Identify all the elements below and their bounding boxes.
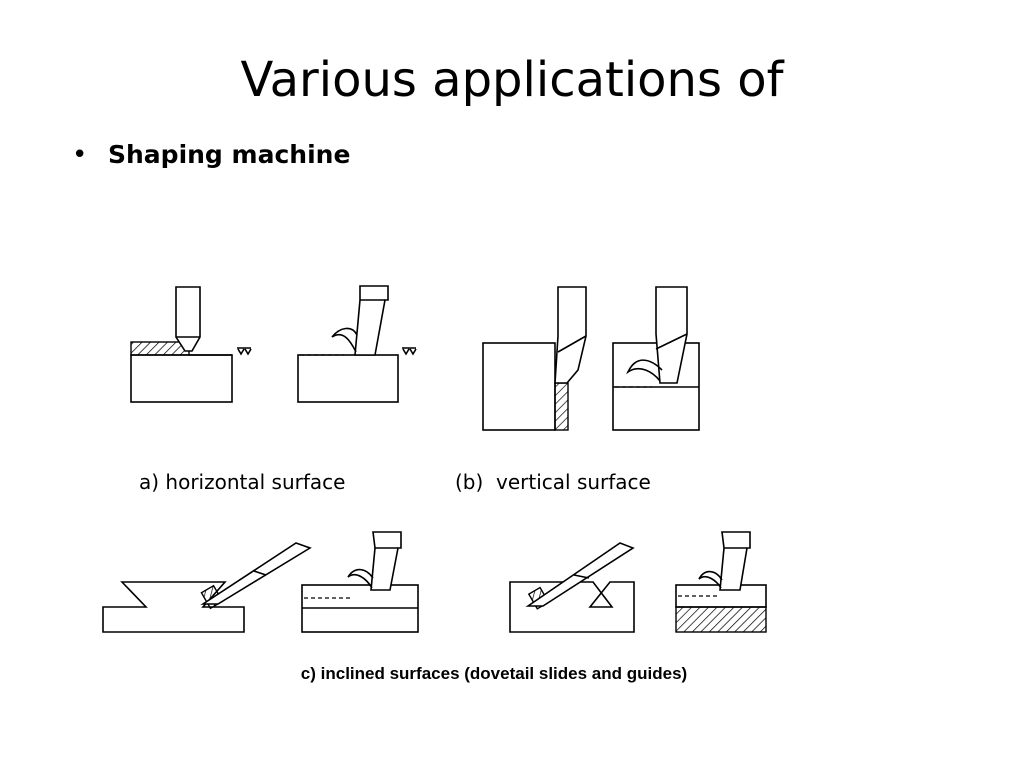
diagram-c-4 <box>675 531 767 633</box>
diagram-c-1 <box>102 542 312 633</box>
caption-horizontal-surface: a) horizontal surface <box>139 470 346 494</box>
diagram-b-left <box>482 286 587 431</box>
diagram-c-3 <box>509 542 635 633</box>
bullet-text: Shaping machine <box>108 140 351 169</box>
slide-title: Various applications of <box>240 52 784 108</box>
caption-vertical-surface: (b) vertical surface <box>455 470 651 494</box>
diagram-b-right <box>612 286 700 431</box>
caption-inclined-surfaces: c) inclined surfaces (dovetail slides an… <box>300 664 688 683</box>
diagram-a-left <box>130 286 252 403</box>
bullet-marker: • <box>72 140 88 170</box>
diagram-c-2 <box>301 531 419 633</box>
diagram-a-right <box>297 285 417 403</box>
